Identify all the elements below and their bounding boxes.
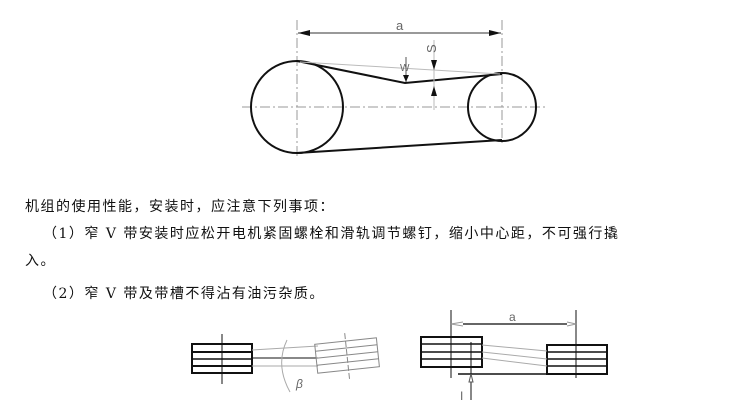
paragraph-intro: 机组的使用性能，安装时，应注意下列事项：	[25, 199, 335, 215]
deflection-label: W	[400, 63, 410, 74]
list-item-1-continued: 入。	[25, 253, 56, 269]
belt-top-span	[296, 60, 503, 85]
dimension-label-a-bottom: a	[509, 310, 516, 324]
span-label: S	[424, 44, 439, 53]
belt-bottom-span	[296, 139, 503, 154]
pulley-offset-diagram	[420, 310, 608, 400]
dimension-label-a: a	[396, 18, 404, 33]
list-item-2: （2）窄 V 带及带槽不得沾有油污杂质。	[43, 286, 325, 302]
pulley-alignment-angle-diagram	[191, 333, 380, 393]
list-item-1: （1）窄 V 带安装时应松开电机紧固螺栓和滑轨调节螺钉，缩小中心距，不可强行撬	[43, 226, 620, 242]
belt-tension-diagram	[242, 20, 545, 158]
offset-label: I	[460, 389, 463, 403]
angle-label-beta: β	[295, 377, 303, 391]
